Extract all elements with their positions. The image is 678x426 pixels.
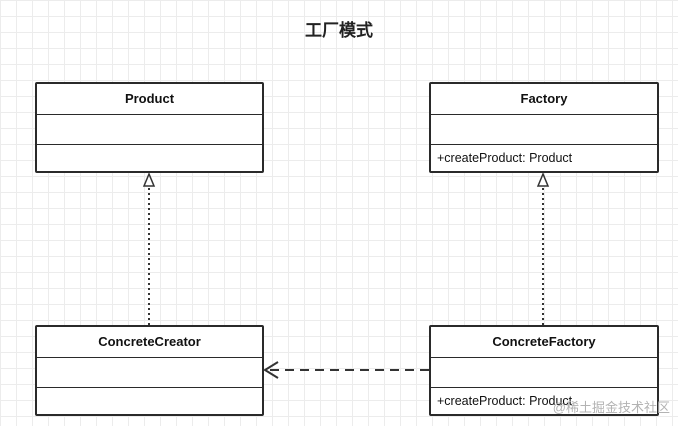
operation-create-product: +createProduct: Product: [437, 151, 573, 165]
class-name-product: Product: [37, 84, 262, 115]
realization-arrowhead-product: [142, 172, 156, 187]
class-concrete-creator: ConcreteCreator: [35, 325, 264, 416]
class-product: Product: [35, 82, 264, 173]
watermark: @稀土掘金技术社区: [552, 400, 670, 415]
attributes-compartment: [37, 358, 262, 388]
operation-create-product: +createProduct: Product: [437, 394, 573, 408]
class-name-factory: Factory: [431, 84, 657, 115]
class-name-concrete-creator: ConcreteCreator: [37, 327, 262, 358]
attributes-compartment: [37, 115, 262, 145]
realization-arrowhead-factory: [536, 172, 550, 187]
attributes-compartment: [431, 115, 657, 145]
class-concrete-factory: ConcreteFactory +createProduct: Product: [429, 325, 659, 416]
class-name-concrete-factory: ConcreteFactory: [431, 327, 657, 358]
operations-compartment: [37, 145, 262, 171]
dependency-arrowhead: [263, 361, 279, 379]
operations-compartment: [37, 388, 262, 414]
class-factory: Factory +createProduct: Product: [429, 82, 659, 173]
diagram-title: 工厂模式: [305, 21, 373, 40]
attributes-compartment: [431, 358, 657, 388]
